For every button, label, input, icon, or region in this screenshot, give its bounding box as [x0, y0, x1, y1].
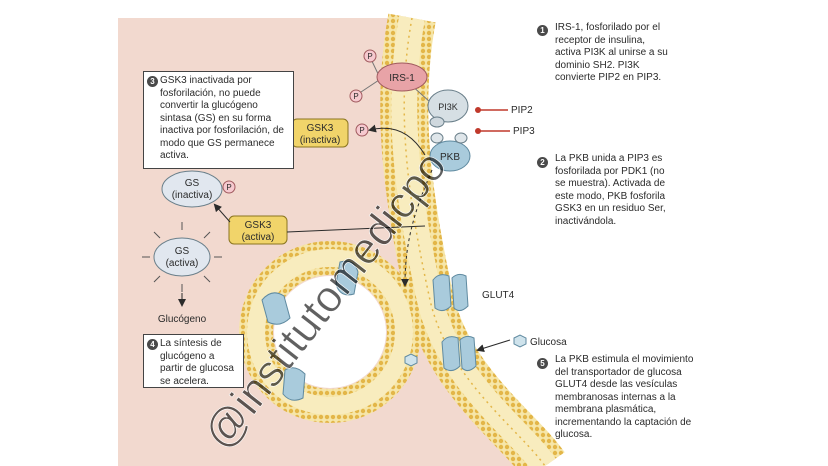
step-4-number: 4 [147, 339, 158, 350]
pkb-label: PKB [440, 152, 460, 163]
pkb-protein [429, 132, 471, 172]
pip3-label: PIP3 [513, 126, 535, 137]
gs-inactive-state: (inactiva) [172, 190, 213, 201]
step-5-number: 5 [537, 358, 548, 369]
phosphate-label-4: P [226, 183, 231, 192]
gs-inactive-label: GS [185, 178, 200, 189]
glucose-label: Glucosa [530, 337, 567, 348]
step-1-text: IRS-1, fosforilado por el receptor de in… [555, 22, 668, 83]
irs1-label: IRS-1 [389, 73, 415, 84]
step-1-number: 1 [537, 25, 548, 36]
gsk3-active-state: (activa) [242, 232, 275, 243]
membrane-vesicle [239, 241, 421, 423]
glut4-vesicle-transporters [261, 260, 359, 401]
phosphate-label-1: P [367, 52, 372, 61]
pi3k-label: PI3K [438, 102, 458, 112]
pi3k-protein [427, 89, 469, 128]
glut4-membrane-transporter [432, 273, 477, 372]
gs-inactive [161, 170, 236, 208]
step-3-text: GSK3 inactivada por fosforilación, no pu… [160, 75, 284, 161]
arrow-gsk3-to-gs [213, 203, 231, 223]
arrow-glucose-entry [476, 339, 511, 353]
glut4-label: GLUT4 [482, 290, 515, 301]
glycogen-label: Glucógeno [158, 314, 207, 325]
gs-active [142, 222, 222, 292]
step-4-text: La síntesis de glucógeno a partir de glu… [160, 338, 234, 387]
arrow-pkb-to-glut4 [401, 169, 433, 287]
gsk3-inactive-state: (inactiva) [300, 135, 341, 146]
glucose-molecules [404, 334, 527, 367]
plasma-membrane [380, 13, 565, 466]
arrow-pkb-to-gsk3 [368, 124, 426, 156]
irs1-protein [357, 56, 431, 103]
phosphate-label-3: P [359, 126, 364, 135]
inhibition-line [286, 225, 426, 233]
step-5-text: La PKB estimula el movimiento del transp… [555, 354, 694, 440]
gs-active-label: GS [175, 246, 190, 257]
step-4-box: 4 La síntesis de glucógeno a partir de g… [143, 334, 244, 388]
pip-conversion-marks [475, 107, 510, 134]
pip2-label: PIP2 [511, 105, 533, 116]
gsk3-inactive-label: GSK3 [307, 123, 334, 134]
gsk3-active-label: GSK3 [245, 220, 272, 231]
step-2-text: La PKB unida a PIP3 es fosforilada por P… [555, 153, 666, 227]
step-3-number: 3 [147, 76, 158, 87]
gs-active-state: (activa) [166, 258, 199, 269]
step-2-number: 2 [537, 157, 548, 168]
phosphate-groups [349, 49, 377, 103]
phosphate-label-2: P [353, 92, 358, 101]
gsk3-active [228, 215, 288, 245]
step-3-box: 3 GSK3 inactivada por fosforilación, no … [143, 71, 294, 169]
